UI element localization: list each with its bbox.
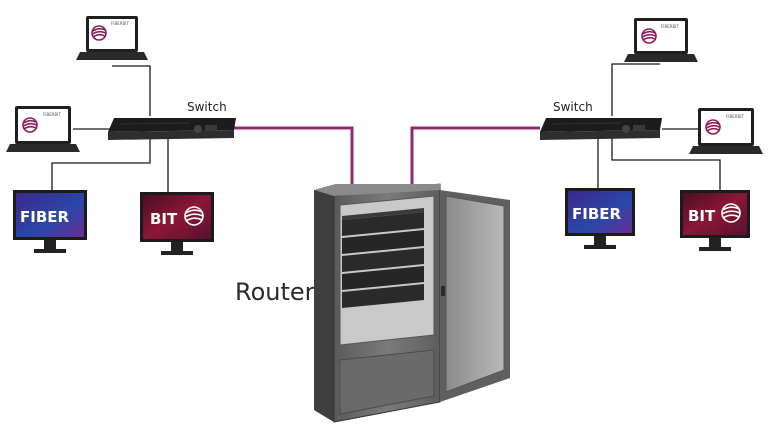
switch-icon: [540, 118, 662, 132]
laptop-brand: FIBERBIT: [726, 114, 744, 119]
switch-right: [540, 118, 662, 140]
switch-left: [108, 118, 236, 140]
monitor-label-bit: BIT: [688, 207, 716, 225]
monitor-label-bit: BIT: [150, 210, 178, 228]
laptop-mid-left: FIBERBIT: [6, 106, 80, 152]
laptop-brand: FIBERBIT: [43, 112, 61, 117]
router-equipment: [342, 208, 424, 308]
laptop-brand: FIBERBIT: [661, 24, 679, 29]
monitor-fiber-right: FIBER: [565, 188, 635, 249]
monitor-fiber-left: FIBER: [13, 190, 87, 253]
monitor-label-fiber: FIBER: [572, 205, 622, 223]
monitor-bit-left: BIT: [140, 192, 214, 255]
cables: [51, 63, 721, 195]
monitor-bit-right: BIT: [680, 190, 750, 251]
router-label: Router: [235, 278, 315, 306]
router-cabinet: [314, 183, 510, 423]
laptop-top-left: FIBERBIT: [76, 16, 148, 60]
laptop-mid-right: FIBERBIT: [689, 108, 763, 154]
switch-label-right: Switch: [553, 100, 593, 114]
switch-icon: [108, 118, 236, 132]
laptop-brand: FIBERBIT: [111, 21, 129, 26]
monitor-label-fiber: FIBER: [20, 208, 70, 226]
switch-label-left: Switch: [187, 100, 227, 114]
uplinks: [232, 126, 540, 192]
laptop-top-right: FIBERBIT: [624, 18, 698, 62]
